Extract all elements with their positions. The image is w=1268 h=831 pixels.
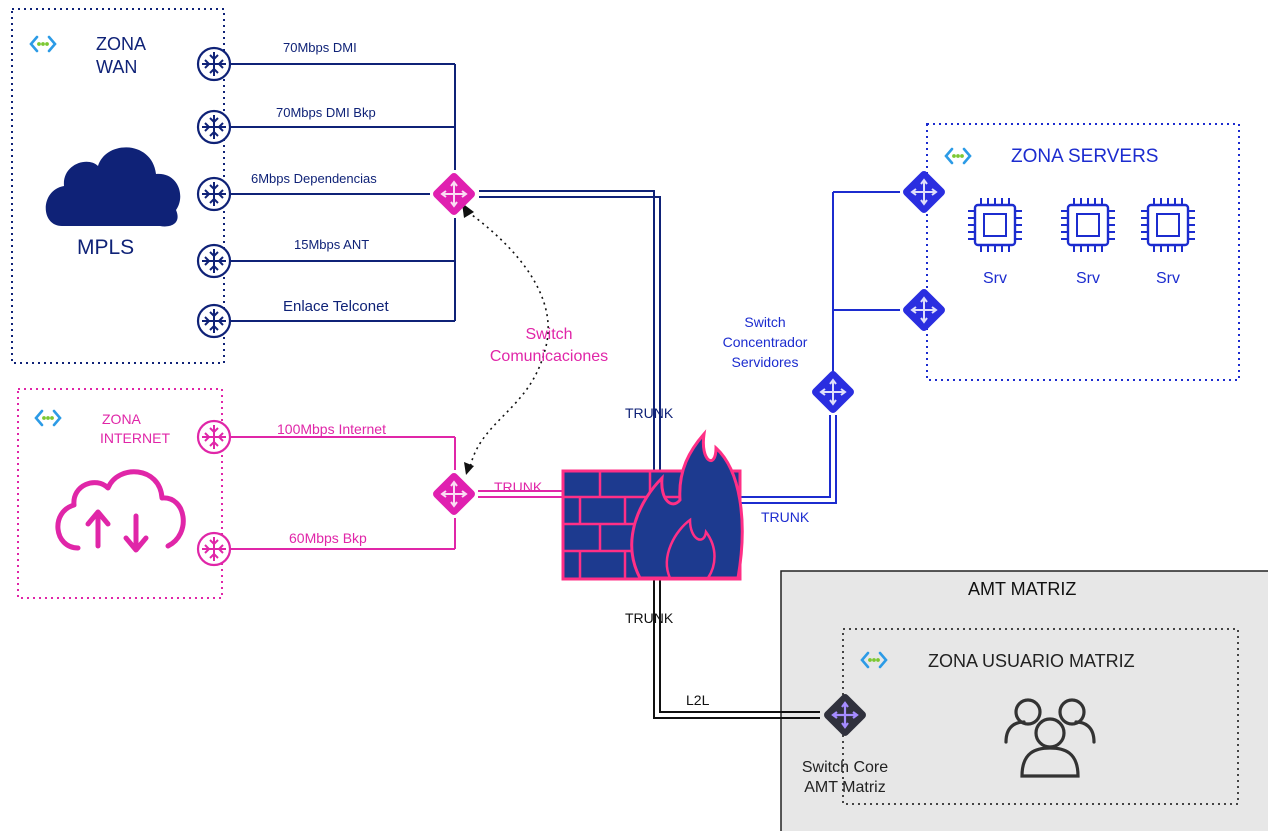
switch-concentrador-servidores-icon[interactable] bbox=[809, 368, 857, 416]
wan-link-label: 15Mbps ANT bbox=[294, 237, 370, 252]
trunk-core-label: TRUNK bbox=[625, 610, 674, 626]
router-icon bbox=[196, 243, 232, 279]
switch-core-icon[interactable] bbox=[822, 692, 867, 737]
users-group-icon bbox=[1004, 698, 1096, 778]
router-icon bbox=[196, 176, 232, 212]
switch-comunicaciones-label-line1: Switch bbox=[525, 326, 573, 343]
switch-servers-lower-icon[interactable] bbox=[900, 286, 948, 334]
trunk-wan-link bbox=[479, 190, 661, 478]
switch-core-label-line1: Switch Core bbox=[801, 759, 889, 776]
trunk-servers-link bbox=[740, 415, 837, 504]
connector-arrow-up bbox=[462, 203, 474, 218]
server-label: Srv bbox=[1156, 270, 1180, 287]
switch-core-label-line2: AMT Matriz bbox=[804, 779, 886, 796]
l2l-label: L2L bbox=[686, 692, 710, 708]
router-icon bbox=[196, 303, 232, 339]
switch-servidores-label-line2: Concentrador bbox=[722, 334, 808, 350]
switch-servidores-label-line1: Switch bbox=[744, 314, 786, 330]
zona-wan-frame bbox=[11, 8, 225, 364]
server-cpu-icon bbox=[1059, 196, 1117, 254]
wan-link-label: 70Mbps DMI bbox=[283, 40, 357, 55]
zona-wan-title-line1: ZONA bbox=[96, 34, 147, 54]
trunk-wan-label: TRUNK bbox=[625, 405, 674, 421]
amt-matriz-title: AMT MATRIZ bbox=[968, 579, 1077, 599]
connector-arrow-down bbox=[464, 462, 474, 475]
zona-servers-vnet-icon bbox=[944, 147, 972, 165]
zona-usuario-matriz-title: ZONA USUARIO MATRIZ bbox=[928, 651, 1135, 671]
internet-link-label: 60Mbps Bkp bbox=[289, 530, 367, 546]
mpls-label: MPLS bbox=[77, 236, 135, 259]
internet-links bbox=[230, 436, 456, 550]
wan-link-label: Enlace Telconet bbox=[283, 298, 389, 315]
trunk-internet-label: TRUNK bbox=[494, 479, 543, 495]
switch-comunicaciones-internet-icon[interactable] bbox=[430, 470, 478, 518]
firewall-icon[interactable] bbox=[561, 429, 744, 581]
zona-internet-frame bbox=[17, 388, 223, 599]
zona-internet-vnet-icon bbox=[34, 409, 62, 427]
wan-links bbox=[230, 63, 456, 322]
trunk-servers-label: TRUNK bbox=[761, 509, 810, 525]
wan-link-label: 6Mbps Dependencias bbox=[251, 171, 377, 186]
switch-comunicaciones-label-line2: Comunicaciones bbox=[489, 348, 609, 365]
cloud-upload-download-icon bbox=[55, 469, 186, 553]
router-icon bbox=[196, 419, 232, 455]
router-icon bbox=[196, 46, 232, 82]
zona-internet-title-line1: ZONA bbox=[102, 411, 141, 427]
server-cpu-icon bbox=[966, 196, 1024, 254]
comms-switch-dotted-connector bbox=[467, 211, 549, 469]
server-label: Srv bbox=[1076, 270, 1100, 287]
cloud-icon bbox=[45, 147, 181, 227]
wan-link-label: 70Mbps DMI Bkp bbox=[276, 105, 376, 120]
zona-servers-title: ZONA SERVERS bbox=[1011, 146, 1159, 167]
internet-link-label: 100Mbps Internet bbox=[277, 421, 386, 437]
zona-internet-title-line2: INTERNET bbox=[100, 430, 170, 446]
zona-servers-frame bbox=[926, 123, 1240, 381]
servers-links bbox=[832, 191, 900, 372]
router-icon bbox=[196, 109, 232, 145]
server-cpu-icon bbox=[1139, 196, 1197, 254]
trunk-internet-link bbox=[478, 490, 570, 498]
trunk-core-link bbox=[653, 580, 820, 719]
zona-wan-title-line2: WAN bbox=[96, 57, 138, 77]
router-icon bbox=[196, 531, 232, 567]
server-label: Srv bbox=[983, 270, 1007, 287]
switch-servidores-label-line3: Servidores bbox=[731, 354, 799, 370]
zona-wan-vnet-icon bbox=[29, 35, 57, 53]
switch-servers-upper-icon[interactable] bbox=[900, 168, 948, 216]
